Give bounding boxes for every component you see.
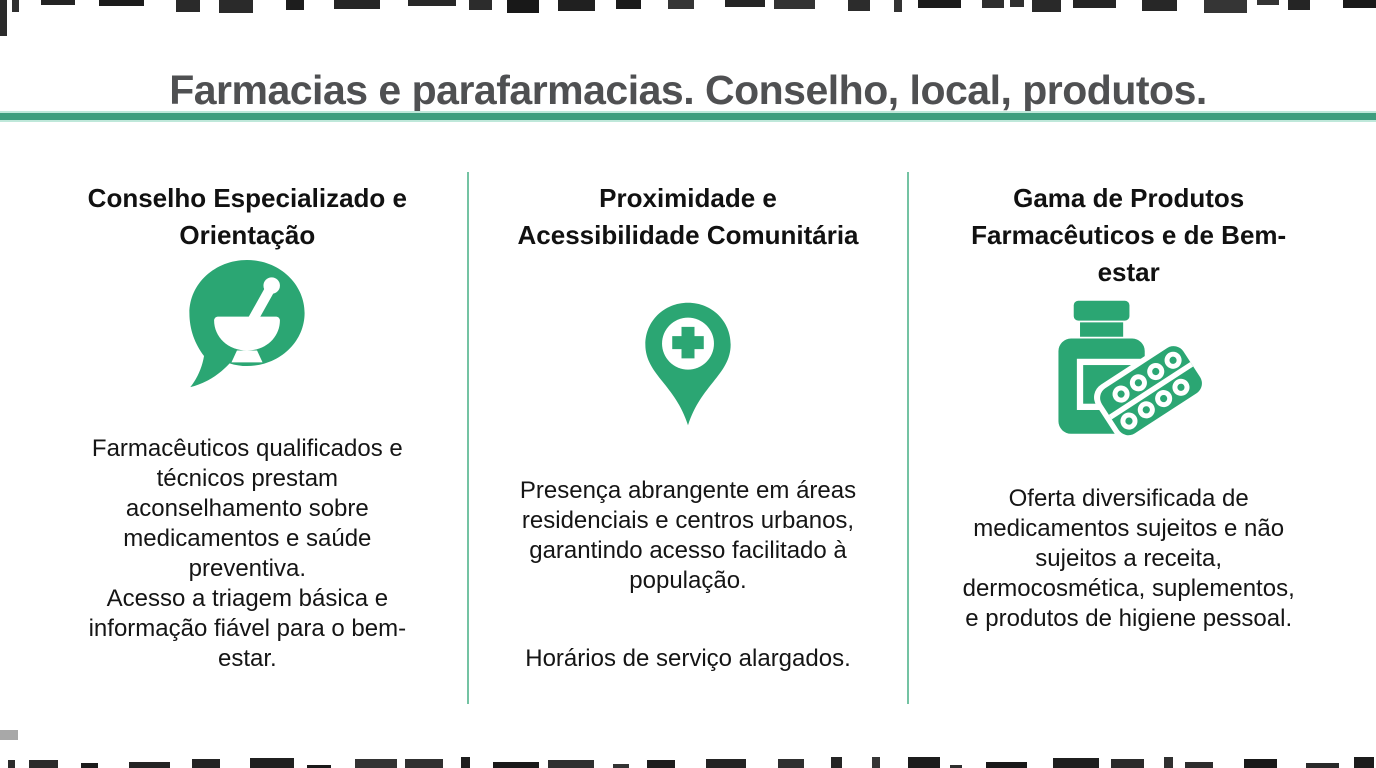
chat-bubble-mortar-pestle-icon bbox=[189, 260, 305, 388]
title-underline bbox=[0, 111, 1376, 122]
column-body: Oferta diversificada de medicamentos suj… bbox=[963, 454, 1295, 664]
body-paragraph: Farmacêuticos qualificados e técnicos pr… bbox=[88, 435, 407, 672]
film-edge-bottom bbox=[0, 753, 1376, 768]
body-paragraph: Oferta diversificada de medicamentos suj… bbox=[962, 485, 1295, 632]
film-side-mark bbox=[0, 730, 18, 740]
body-paragraph: Horários de serviço alargados. bbox=[525, 645, 851, 672]
column-body: Farmacêuticos qualificados e técnicos pr… bbox=[89, 404, 406, 704]
map-pin-medical-cross-icon bbox=[645, 303, 731, 426]
column-heading: Conselho Especializado e Orientação bbox=[87, 183, 407, 250]
film-corner-mark bbox=[0, 0, 7, 36]
pill-bottle-blister-pack-icon bbox=[1058, 300, 1208, 441]
column-heading: Proximidade e Acessibilidade Comunitária bbox=[517, 183, 859, 250]
icon-box bbox=[1050, 296, 1208, 444]
body-paragraph: Presença abrangente em áreas residenciai… bbox=[519, 477, 857, 594]
column-conselho: Conselho Especializado e Orientação Farm… bbox=[28, 172, 467, 704]
icon-box bbox=[637, 292, 739, 436]
column-heading: Gama de Produtos Farmacêuticos e de Bem-… bbox=[971, 183, 1287, 287]
column-proximidade: Proximidade e Acessibilidade Comunitária… bbox=[466, 172, 908, 704]
film-edge-top bbox=[0, 0, 1376, 36]
column-produtos: Gama de Produtos Farmacêuticos e de Bem-… bbox=[907, 172, 1348, 704]
icon-box bbox=[183, 254, 311, 394]
columns: Conselho Especializado e Orientação Farm… bbox=[28, 172, 1348, 704]
page-title: Farmacias e parafarmacias. Conselho, loc… bbox=[169, 67, 1207, 114]
column-body: Presença abrangente em áreas residenciai… bbox=[520, 446, 856, 704]
